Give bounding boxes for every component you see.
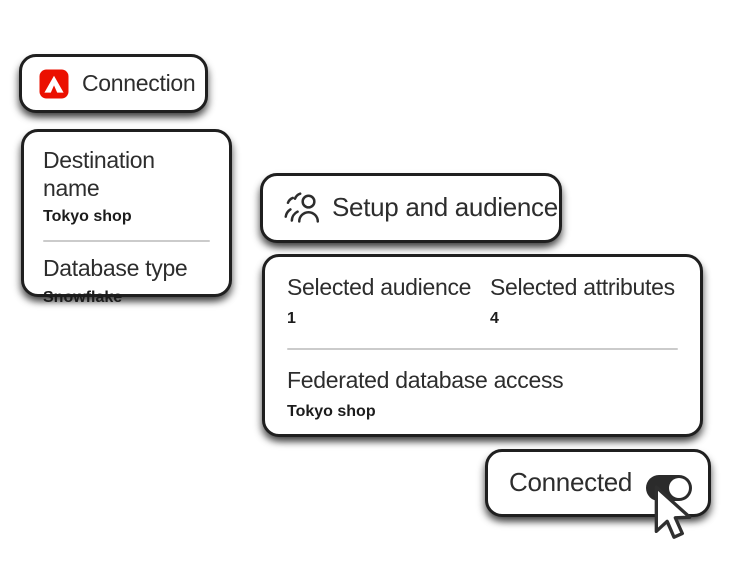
database-type-label: Database type — [43, 255, 188, 282]
mouse-pointer-icon — [654, 485, 692, 539]
destination-details-card: Destination name Tokyo shop Database typ… — [21, 129, 232, 306]
divider — [287, 348, 678, 351]
connected-toggle[interactable] — [646, 475, 692, 501]
federated-access-value: Tokyo shop — [287, 402, 376, 420]
selected-attributes-value: 4 — [490, 309, 499, 327]
destination-name-label: Destination name — [43, 147, 155, 201]
connection-card: Connection — [19, 54, 208, 113]
connected-label: Connected — [509, 467, 633, 498]
database-type-value: Snowflake — [43, 288, 123, 306]
toggle-knob — [669, 478, 689, 498]
divider — [43, 240, 210, 243]
selected-audience-value: 1 — [287, 309, 296, 327]
stats-row: Selected audience 1 Selected attributes … — [287, 274, 678, 327]
adobe-logo-icon — [39, 69, 69, 98]
summary-card: Selected audience 1 Selected attributes … — [262, 254, 703, 437]
setup-audience-card: Setup and audience — [260, 173, 562, 243]
destination-name-value: Tokyo shop — [43, 208, 132, 226]
selected-attributes-label: Selected attributes — [490, 274, 675, 300]
federated-access-label: Federated database access — [287, 367, 564, 394]
connection-label: Connection — [82, 69, 196, 96]
audience-icon — [284, 191, 320, 223]
stat-selected-audience: Selected audience 1 — [287, 274, 490, 327]
stat-selected-attributes: Selected attributes 4 — [490, 274, 675, 327]
setup-audience-label: Setup and audience — [332, 192, 558, 223]
selected-audience-label: Selected audience — [287, 274, 472, 300]
